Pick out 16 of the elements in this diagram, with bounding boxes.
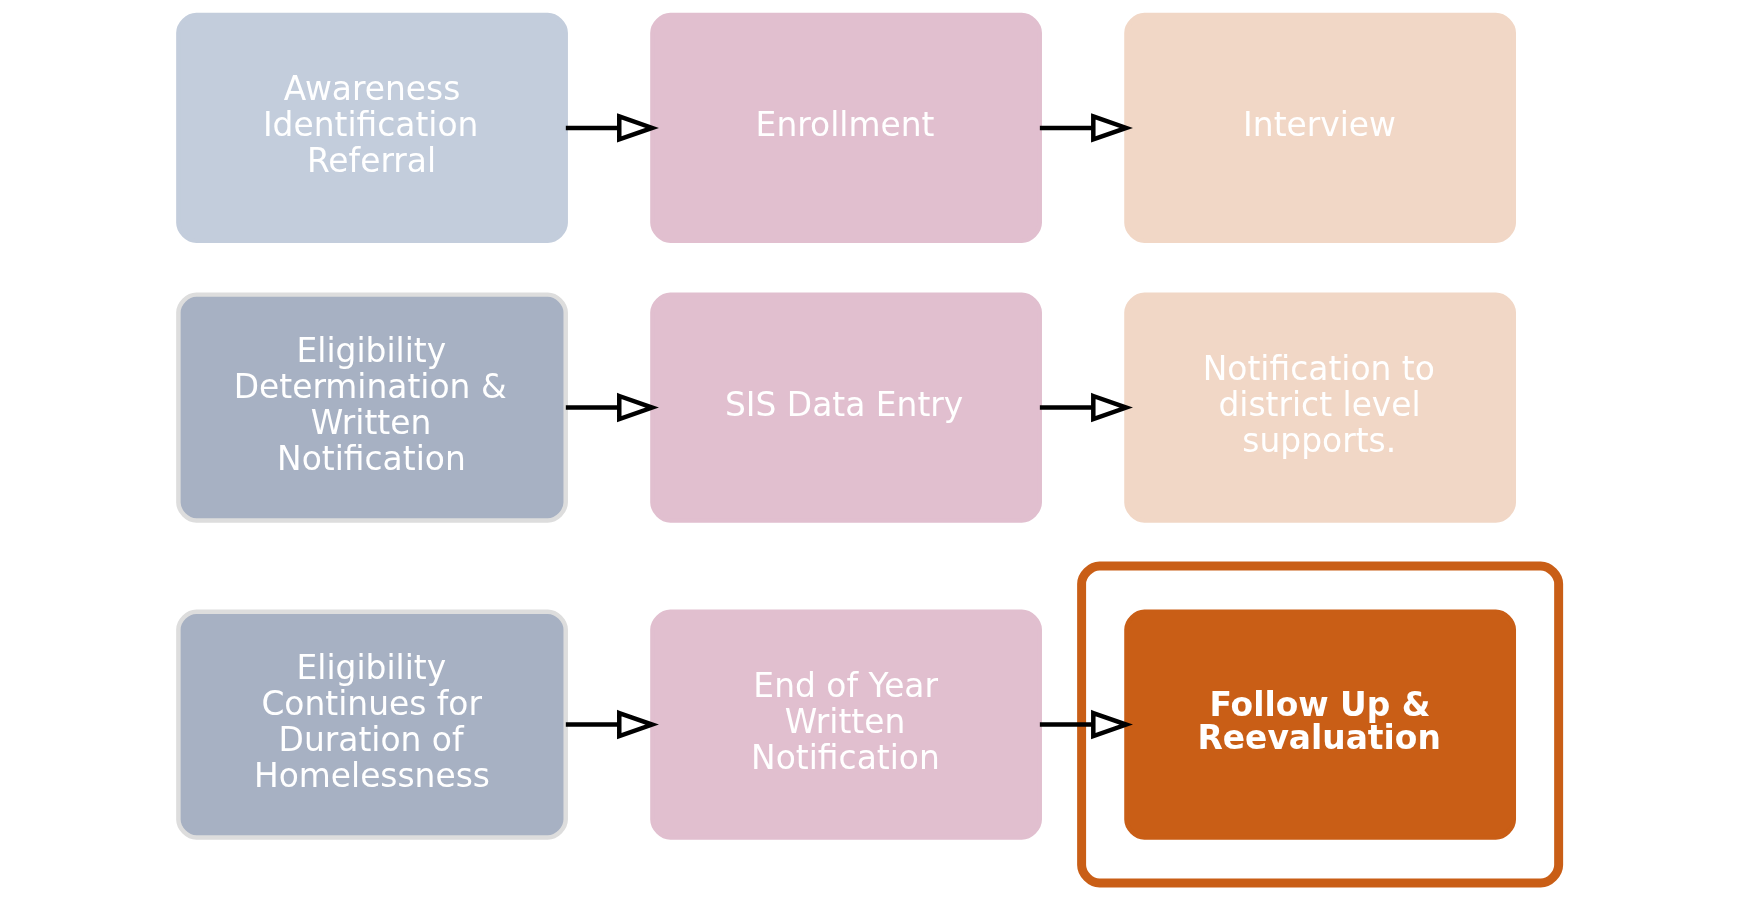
node-box: SIS Data Entry [650, 291, 1042, 523]
node-box: Notification to district level supports. [1124, 291, 1517, 523]
node-box: Interview [1124, 12, 1517, 243]
arrow [565, 392, 659, 422]
arrow [565, 709, 659, 739]
node-box: Follow Up & Reevaluation [1124, 608, 1517, 840]
arrow [1039, 709, 1133, 739]
node-box: Awareness Identification Referral [176, 12, 568, 243]
node-box: Eligibility Continues for Duration of Homelessness [176, 608, 568, 840]
arrow [1039, 392, 1133, 422]
cluster [1077, 561, 1564, 888]
node-box: Eligibility Determination & Written Notification [176, 291, 568, 523]
arrow [1039, 112, 1133, 143]
node-box: Enrollment [650, 12, 1042, 243]
node-box: End of Year Written Notification [650, 608, 1042, 840]
arrow [565, 112, 659, 143]
